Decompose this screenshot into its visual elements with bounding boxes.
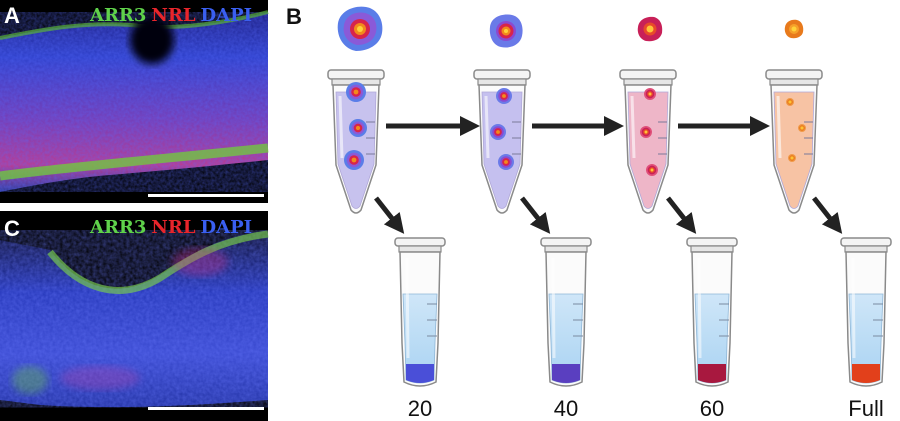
tube-cap bbox=[540, 237, 592, 247]
stain-nrl: NRL bbox=[151, 217, 195, 238]
panel-c-scale-bar bbox=[148, 407, 264, 410]
sample-tube-stage-1 bbox=[327, 69, 385, 214]
cell-pellet bbox=[552, 364, 580, 383]
collection-arrows bbox=[374, 196, 843, 234]
tube-highlight bbox=[851, 257, 856, 359]
organoid bbox=[640, 126, 652, 138]
tube-cap bbox=[394, 237, 446, 247]
tube-medium bbox=[773, 91, 815, 209]
cell-pellet bbox=[698, 364, 726, 383]
tube-highlight bbox=[776, 95, 782, 159]
organoid-stage-4 bbox=[784, 19, 804, 39]
fraction-label-40: 40 bbox=[554, 396, 578, 421]
sample-tube-row bbox=[327, 69, 823, 214]
tube-medium bbox=[481, 91, 523, 209]
tube-cap bbox=[473, 69, 531, 80]
organoid bbox=[786, 98, 794, 106]
organoid-stage-1 bbox=[337, 6, 383, 51]
tube-highlight bbox=[697, 257, 702, 359]
organoid bbox=[498, 154, 514, 170]
panel-b: B bbox=[286, 4, 892, 421]
collection-arrow-1 bbox=[374, 196, 405, 234]
panel-c-letter: C bbox=[4, 216, 20, 241]
tube-rim bbox=[844, 245, 888, 253]
organoid-stage-3 bbox=[637, 16, 663, 42]
tube-rim bbox=[398, 245, 442, 253]
stain-arr3: ARR3 bbox=[89, 217, 146, 238]
organoid bbox=[344, 150, 364, 170]
tube-highlight bbox=[338, 95, 344, 159]
tube-highlight bbox=[630, 95, 636, 159]
collection-arrow-2 bbox=[520, 196, 551, 234]
stain-dapi: DAPI bbox=[201, 217, 253, 238]
collection-arrow-3 bbox=[666, 196, 697, 234]
organoid bbox=[496, 88, 512, 104]
tube-highlight bbox=[405, 257, 410, 359]
tube-cap bbox=[327, 69, 385, 80]
panel-a-scale-bar bbox=[148, 194, 264, 197]
tube-rim bbox=[690, 245, 734, 253]
organoid bbox=[646, 164, 658, 176]
organoid bbox=[490, 124, 506, 140]
tube-highlight bbox=[484, 95, 490, 159]
panel-c-arr3-rim bbox=[47, 230, 269, 294]
fraction-label-20: 20 bbox=[408, 396, 432, 421]
organoid bbox=[788, 154, 796, 162]
panel-a-arr3-band bbox=[0, 143, 269, 181]
panel-b-letter: B bbox=[286, 4, 302, 29]
tube-rim bbox=[477, 78, 527, 86]
fraction-labels: 20 40 60 Full bbox=[408, 396, 884, 421]
sample-tube-stage-4 bbox=[765, 69, 823, 214]
collection-tube-40 bbox=[540, 237, 592, 387]
organoid bbox=[644, 88, 656, 100]
cell-pellet bbox=[406, 364, 434, 383]
organoid bbox=[798, 124, 806, 132]
tube-cap bbox=[840, 237, 892, 247]
collection-tube-60 bbox=[686, 237, 738, 387]
stain-arr3: ARR3 bbox=[89, 5, 146, 26]
tube-rim bbox=[544, 245, 588, 253]
cell-pellet bbox=[852, 364, 880, 383]
tube-rim bbox=[769, 78, 819, 86]
organoid bbox=[346, 82, 366, 102]
organoid-row bbox=[337, 6, 804, 51]
fraction-label-60: 60 bbox=[700, 396, 724, 421]
fraction-label-full: Full bbox=[848, 396, 883, 421]
collection-arrow-4 bbox=[812, 196, 843, 234]
tube-highlight bbox=[551, 257, 556, 359]
sample-tube-stage-2 bbox=[473, 69, 531, 214]
panel-a-dark-lumen bbox=[130, 16, 174, 64]
stain-nrl: NRL bbox=[151, 5, 195, 26]
organoid bbox=[349, 119, 367, 137]
tube-medium bbox=[627, 91, 669, 209]
tube-cap bbox=[765, 69, 823, 80]
stain-dapi: DAPI bbox=[201, 5, 253, 26]
tube-rim bbox=[623, 78, 673, 86]
sample-tube-stage-3 bbox=[619, 69, 677, 214]
collection-tube-full bbox=[840, 237, 892, 387]
collection-tube-row bbox=[394, 237, 892, 387]
tube-cap bbox=[619, 69, 677, 80]
panel-a-letter: A bbox=[4, 3, 20, 28]
collection-tube-20 bbox=[394, 237, 446, 387]
organoid-stage-2 bbox=[489, 14, 523, 48]
tube-cap bbox=[686, 237, 738, 247]
